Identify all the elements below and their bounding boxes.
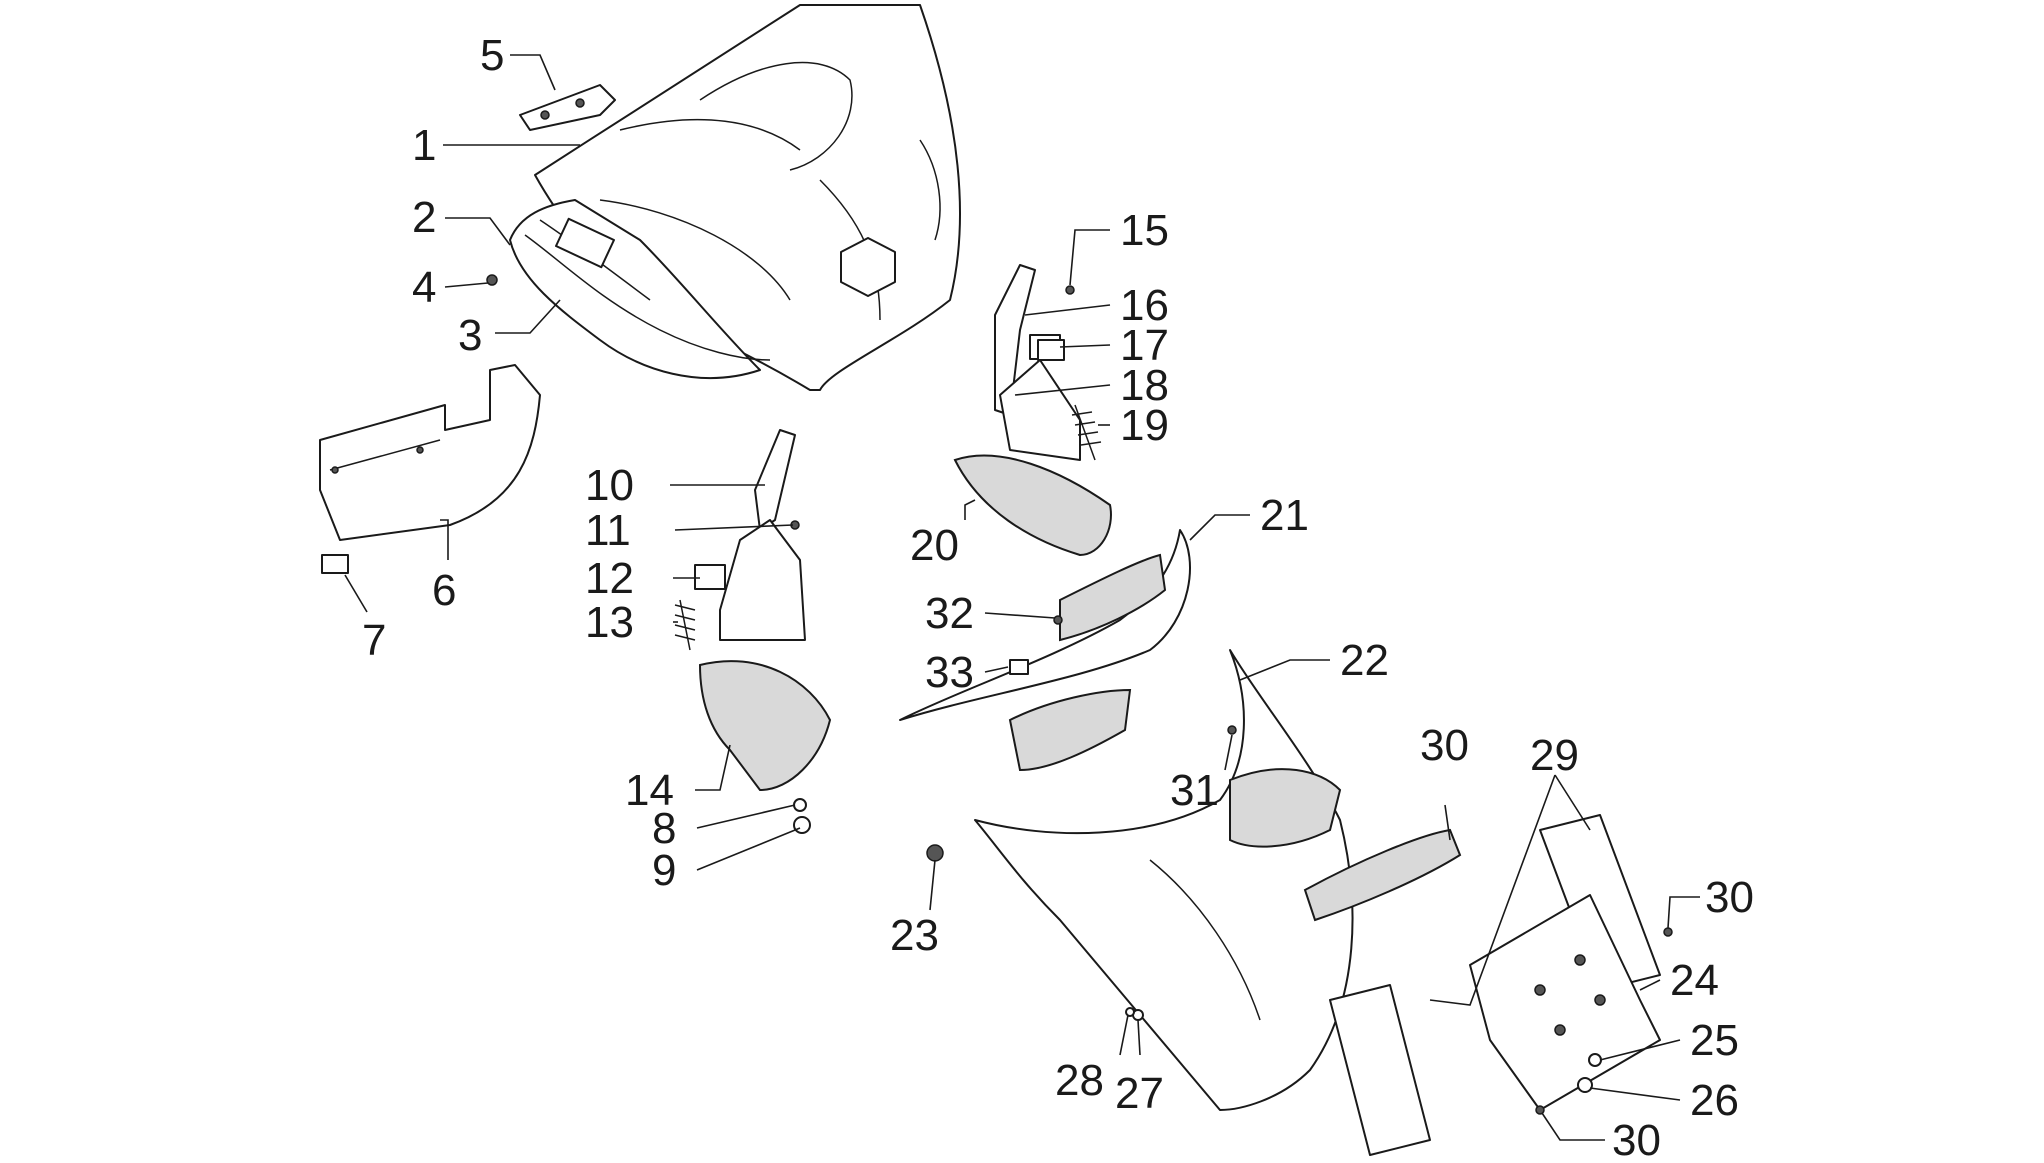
leader-lines	[344, 54, 1700, 1141]
callout-30-lower: 30	[1612, 1116, 1661, 1163]
callout-19: 19	[1120, 401, 1169, 450]
part-4-screw[interactable]	[486, 274, 498, 286]
callout-20: 20	[910, 521, 959, 570]
callout-9: 9	[652, 846, 676, 895]
callout-31: 30	[1420, 721, 1469, 770]
part-6-side-panel[interactable]	[319, 364, 541, 541]
callout-2: 2	[412, 193, 436, 242]
callout-22: 22	[1340, 636, 1389, 685]
part-7-clip[interactable]	[321, 554, 349, 574]
callout-11: 11	[585, 506, 631, 555]
part-8-washer[interactable]	[793, 798, 807, 812]
callout-26: 26	[1690, 1076, 1739, 1125]
part-34-clip[interactable]	[1009, 659, 1029, 675]
part-33-screw[interactable]	[1053, 615, 1063, 625]
callout-18: 18	[1120, 361, 1169, 410]
part-21-upper-trim[interactable]	[899, 529, 1191, 772]
part-20-right-cover[interactable]	[953, 454, 1112, 557]
callout-15: 15	[1120, 206, 1169, 255]
part-23-bolt[interactable]	[926, 844, 944, 862]
part-30-screw-upper[interactable]	[1663, 927, 1673, 937]
part-2-frame[interactable]	[509, 199, 771, 380]
part-32-screw[interactable]	[1227, 725, 1237, 735]
part-22-rear-fender[interactable]	[974, 649, 1354, 1111]
part-5-latch-bracket[interactable]	[519, 84, 616, 131]
callout-32: 31	[1170, 766, 1219, 815]
callout-28: 28	[1055, 1056, 1104, 1105]
part-13-spring[interactable]	[674, 599, 696, 651]
callout-1: 1	[412, 121, 436, 170]
part-19-spring[interactable]	[1071, 404, 1102, 461]
callout-25: 25	[1690, 1016, 1739, 1065]
callout-14: 14	[625, 766, 674, 815]
callout-6: 6	[432, 566, 456, 615]
callout-27: 27	[1115, 1069, 1164, 1118]
callout-10: 10	[585, 461, 634, 510]
callout-labels: 1 2 3 4 5 6 7 10 11 12 13 14 8 9 15 16 1…	[362, 31, 1754, 1163]
part-12-left-hinge-bracket[interactable]	[694, 519, 806, 641]
callout-21: 21	[1260, 491, 1309, 540]
part-25-washer[interactable]	[1588, 1053, 1602, 1067]
callout-23: 23	[890, 911, 939, 960]
callout-5: 5	[480, 31, 504, 80]
callout-7: 7	[362, 616, 386, 665]
part-17-pad[interactable]	[1037, 339, 1065, 361]
callout-4: 4	[412, 263, 436, 312]
callout-8: 8	[652, 804, 676, 853]
part-16-right-hinge-arm[interactable]	[994, 264, 1036, 416]
callout-34: 33	[925, 648, 974, 697]
callout-17: 17	[1120, 321, 1169, 370]
part-29-plate-holder[interactable]	[1329, 814, 1661, 1156]
callout-24: 24	[1670, 956, 1719, 1005]
part-28-nut[interactable]	[1125, 1007, 1135, 1017]
part-15-screw[interactable]	[1065, 285, 1075, 295]
callout-16: 16	[1120, 281, 1169, 330]
callout-30-upper: 30	[1705, 873, 1754, 922]
part-14-left-cover[interactable]	[698, 660, 832, 792]
callout-13: 13	[585, 598, 634, 647]
callout-3: 3	[458, 311, 482, 360]
part-10-left-hinge-arm[interactable]	[754, 429, 796, 531]
part-26-nut[interactable]	[1577, 1077, 1593, 1093]
part-30-screw-lower[interactable]	[1535, 1105, 1545, 1115]
callout-29: 29	[1530, 731, 1579, 780]
part-9-nut[interactable]	[793, 816, 811, 834]
part-31-grab-bar[interactable]	[1303, 828, 1462, 922]
callout-12: 12	[585, 554, 634, 603]
callout-33: 32	[925, 589, 974, 638]
